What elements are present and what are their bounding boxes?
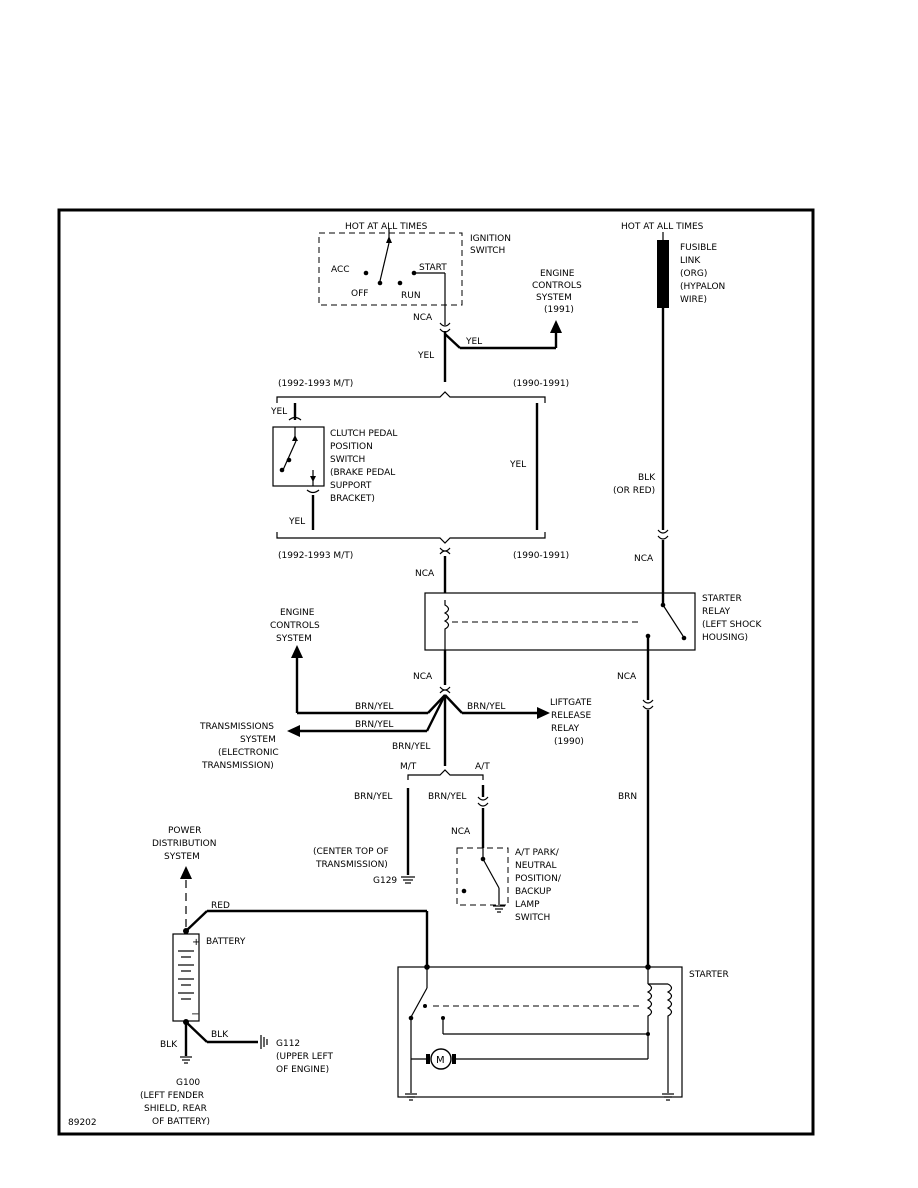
starter-relay-label: STARTER RELAY (LEFT SHOCK HOUSING) — [702, 594, 764, 643]
fusible-link-label: FUSIBLE LINK (ORG) (HYPALON WIRE) — [680, 243, 728, 305]
brn-yel-at-label: BRN/YEL — [428, 792, 466, 802]
starter-label: STARTER — [689, 970, 729, 980]
battery-label: BATTERY — [206, 937, 246, 947]
ignition-switch-box — [318, 232, 463, 306]
yel-clutch-top-label: YEL — [270, 407, 287, 417]
acc-label: ACC — [331, 265, 350, 275]
liftgate-arrow — [537, 707, 550, 719]
engine-controls-1991-arrow — [550, 320, 562, 333]
brn-yel-1-label: BRN/YEL — [355, 702, 393, 712]
variant-1990-top-label: (1990-1991) — [513, 379, 569, 389]
blk-g112-label: BLK — [211, 1030, 229, 1040]
nca-top-label: NCA — [413, 313, 433, 323]
variant-brace-trans — [407, 769, 484, 780]
ignition-switch-label: IGNITION SWITCH — [470, 234, 514, 256]
starter-box — [397, 966, 683, 1098]
power-distribution-label: POWER DISTRIBUTION SYSTEM — [152, 826, 219, 862]
nca-mid-label: NCA — [415, 569, 435, 579]
blk-or-red-label: BLK (OR RED) — [613, 473, 658, 496]
g129-label: G129 — [373, 876, 397, 886]
transmissions-arrow — [287, 725, 300, 737]
variant-brace-top — [276, 391, 546, 403]
run-label: RUN — [401, 291, 421, 301]
off-label: OFF — [351, 289, 368, 299]
yel-main-label: YEL — [417, 351, 434, 361]
clutch-pedal-position-switch: YEL CLUTCH PEDAL POSITION SWITCH (BRAKE … — [270, 403, 400, 530]
yel-branch-label: YEL — [465, 337, 482, 347]
g112-label: G112 (UPPER LEFT OF ENGINE) — [276, 1039, 336, 1075]
brn-label: BRN — [618, 792, 637, 802]
starter-relay: STARTER RELAY (LEFT SHOCK HOUSING) — [424, 592, 764, 651]
figure-id-label: 89202 — [68, 1118, 97, 1128]
at-label: A/T — [475, 762, 490, 772]
blk-left-label: BLK — [160, 1040, 178, 1050]
engine-controls-arrow — [291, 645, 303, 658]
g100-label: G100 (LEFT FENDER SHIELD, REAR OF BATTER… — [140, 1078, 210, 1127]
variant-brace-bottom — [276, 532, 546, 544]
brn-yel-mt-label: BRN/YEL — [354, 792, 392, 802]
starter-motor-assembly: STARTER M — [397, 964, 729, 1101]
hot-at-all-times-label: HOT AT ALL TIMES — [345, 222, 428, 232]
center-top-label: (CENTER TOP OF TRANSMISSION) — [313, 847, 392, 870]
nca-relay-out-label: NCA — [617, 672, 637, 682]
motor-symbol — [430, 1048, 452, 1070]
battery: + − BATTERY — [172, 933, 246, 1022]
fusible-link: HOT AT ALL TIMES FUSIBLE LINK (ORG) (HYP… — [621, 222, 728, 530]
ground-g129-symbol — [401, 876, 415, 884]
transmissions-label: TRANSMISSIONS SYSTEM (ELECTRONIC TRANSMI… — [199, 722, 282, 771]
motor-label: M — [436, 1055, 445, 1066]
power-distribution-arrow — [180, 866, 192, 879]
at-switch-label: A/T PARK/ NEUTRAL POSITION/ BACKUP LAMP … — [515, 848, 564, 923]
brn-yel-2-label: BRN/YEL — [355, 720, 393, 730]
yel-right-label: YEL — [509, 460, 526, 470]
variant-1992-top-label: (1992-1993 M/T) — [278, 379, 353, 389]
battery-minus: − — [191, 1009, 199, 1020]
starter-relay-box — [424, 592, 696, 651]
at-park-neutral-switch: A/T PARK/ NEUTRAL POSITION/ BACKUP LAMP … — [456, 847, 564, 923]
nca-splice-label: NCA — [413, 672, 433, 682]
engine-controls-label: ENGINE CONTROLS SYSTEM — [270, 608, 323, 644]
yel-clutch-bottom-label: YEL — [288, 517, 305, 527]
brn-yel-right-label: BRN/YEL — [467, 702, 505, 712]
diagram-frame — [57, 208, 815, 1136]
clutch-switch-label: CLUTCH PEDAL POSITION SWITCH (BRAKE PEDA… — [330, 429, 400, 504]
red-label: RED — [211, 901, 230, 911]
nca-at-label: NCA — [451, 827, 471, 837]
ignition-switch: HOT AT ALL TIMES ACC OFF RUN START IGNIT… — [318, 222, 514, 325]
variant-1990-bottom-label: (1990-1991) — [513, 551, 569, 561]
variant-1992-bottom-label: (1992-1993 M/T) — [278, 551, 353, 561]
battery-plus: + — [192, 937, 200, 948]
brn-yel-3-label: BRN/YEL — [392, 742, 430, 752]
hot-at-all-times-fuse-label: HOT AT ALL TIMES — [621, 222, 704, 232]
start-label: START — [419, 263, 447, 273]
mt-label: M/T — [400, 762, 417, 772]
nca-right-label: NCA — [634, 554, 654, 564]
liftgate-label: LIFTGATE RELEASE RELAY (1990) — [550, 698, 595, 747]
engine-controls-1991-label: ENGINE CONTROLS SYSTEM (1991) — [532, 269, 585, 315]
